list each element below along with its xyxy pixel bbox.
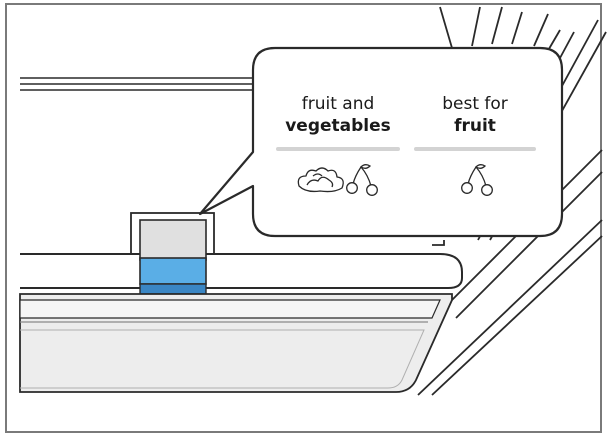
option-left-divider: [276, 147, 400, 151]
option-right-divider: [414, 147, 536, 151]
option-left-line2: vegetables: [285, 116, 391, 136]
upper-shelf: [20, 77, 252, 91]
humidity-slider-blue-tab[interactable]: [139, 257, 207, 285]
humidity-slider-knob[interactable]: [139, 219, 207, 261]
crisper-drawer-top-rim: [19, 299, 441, 319]
option-right-line1: best for: [442, 94, 508, 114]
illustration-frame: [5, 3, 602, 433]
crisper-drawer-front-face: [20, 329, 425, 389]
cherries-icon-right: [461, 164, 493, 196]
settings-callout-bubble: [198, 46, 564, 238]
glass-shelf-edge: [20, 253, 463, 289]
option-left-line1: fruit and: [301, 94, 375, 114]
vegetables-icon: [297, 167, 344, 193]
option-right-line2: fruit: [454, 116, 496, 136]
cherries-icon-left: [346, 164, 378, 196]
humidity-slider-blue-base: [139, 283, 207, 295]
option-best-for-fruit: best for fruit: [410, 93, 540, 137]
option-fruit-and-vegetables: fruit and vegetables: [268, 93, 408, 137]
